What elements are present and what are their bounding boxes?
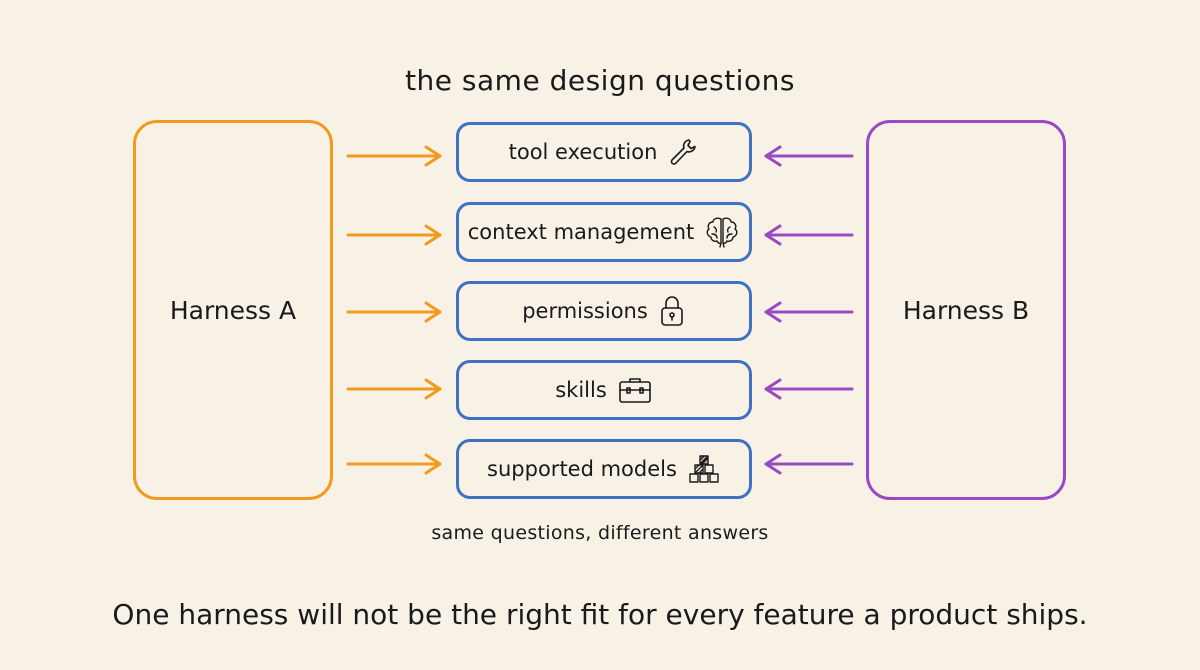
- harness-a-box: Harness A: [133, 120, 333, 500]
- arrow-a-permissions: [346, 301, 442, 323]
- question-label-skills: skills: [555, 378, 607, 402]
- question-box-permissions: permissions: [456, 281, 752, 341]
- wrench-icon: [667, 136, 699, 168]
- arrow-b-skills: [764, 378, 854, 400]
- harness-a-label: Harness A: [169, 295, 297, 325]
- arrow-a-context-management: [346, 224, 442, 246]
- arrow-a-supported-models: [346, 453, 442, 475]
- question-box-context-management: context management: [456, 202, 752, 262]
- question-label-permissions: permissions: [522, 299, 648, 323]
- arrow-b-context-management: [764, 224, 854, 246]
- question-box-skills: skills: [456, 360, 752, 420]
- diagram-title: the same design questions: [405, 64, 795, 97]
- arrow-a-skills: [346, 378, 442, 400]
- conclusion-text: One harness will not be the right fit fo…: [112, 598, 1088, 631]
- blocks-icon: [687, 453, 721, 485]
- question-box-supported-models: supported models: [456, 439, 752, 499]
- arrow-b-tool-execution: [764, 145, 854, 167]
- arrow-a-tool-execution: [346, 145, 442, 167]
- question-label-supported-models: supported models: [487, 457, 677, 481]
- arrow-b-supported-models: [764, 453, 854, 475]
- footnote: same questions, different answers: [431, 522, 769, 544]
- question-box-tool-execution: tool execution: [456, 122, 752, 182]
- brain-icon: [704, 215, 740, 249]
- harness-b-label: Harness B: [902, 295, 1030, 325]
- question-label-context-management: context management: [467, 220, 695, 244]
- toolbox-icon: [617, 375, 653, 405]
- lock-icon: [658, 294, 686, 328]
- question-label-tool-execution: tool execution: [508, 140, 658, 164]
- arrow-b-permissions: [764, 301, 854, 323]
- harness-b-box: Harness B: [866, 120, 1066, 500]
